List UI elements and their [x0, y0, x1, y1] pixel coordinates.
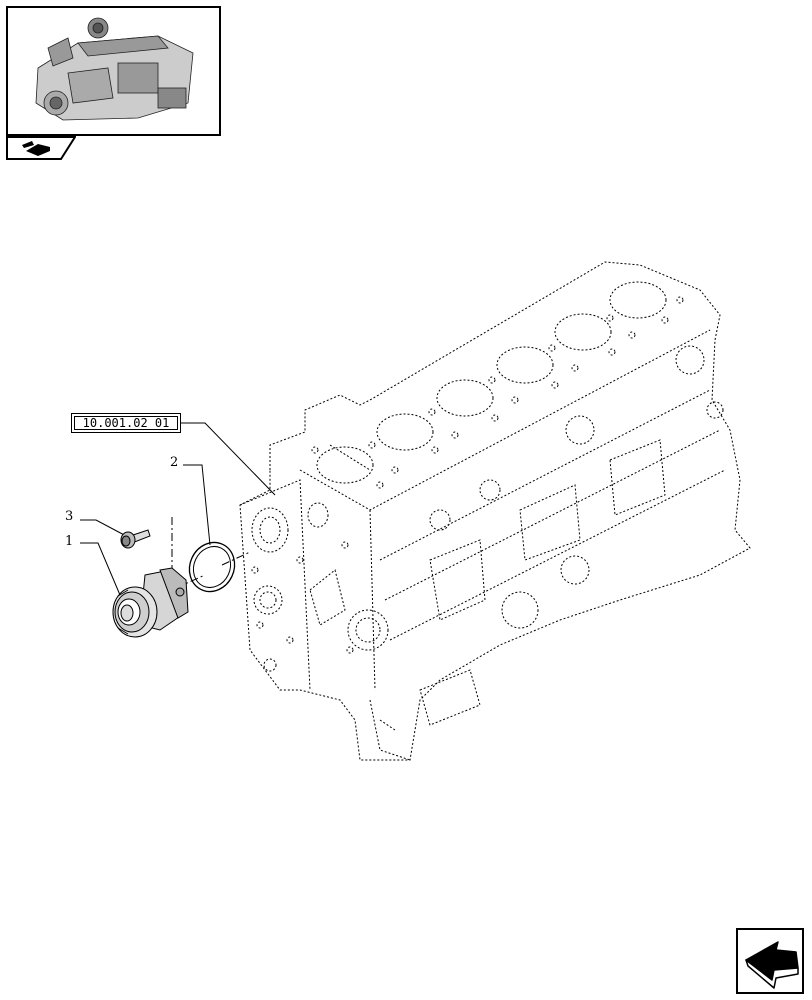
bolt: [120, 529, 151, 549]
engine-thumbnail-icon: [35, 17, 194, 121]
thermostat-housing: [112, 567, 189, 638]
callout-3: 3: [65, 509, 74, 524]
reference-code-text: 10.001.02 01: [82, 416, 170, 430]
next-page-button[interactable]: [736, 928, 804, 994]
callout-1: 1: [65, 534, 74, 549]
o-ring-seal: [188, 541, 236, 593]
engine-thumbnail: [6, 6, 221, 136]
callout-2: 2: [170, 455, 179, 470]
next-page-arrow-icon: [745, 941, 799, 989]
section-tab: [6, 136, 77, 160]
engine-section-icon: [22, 141, 50, 156]
reference-code-label[interactable]: 10.001.02 01: [71, 413, 181, 433]
